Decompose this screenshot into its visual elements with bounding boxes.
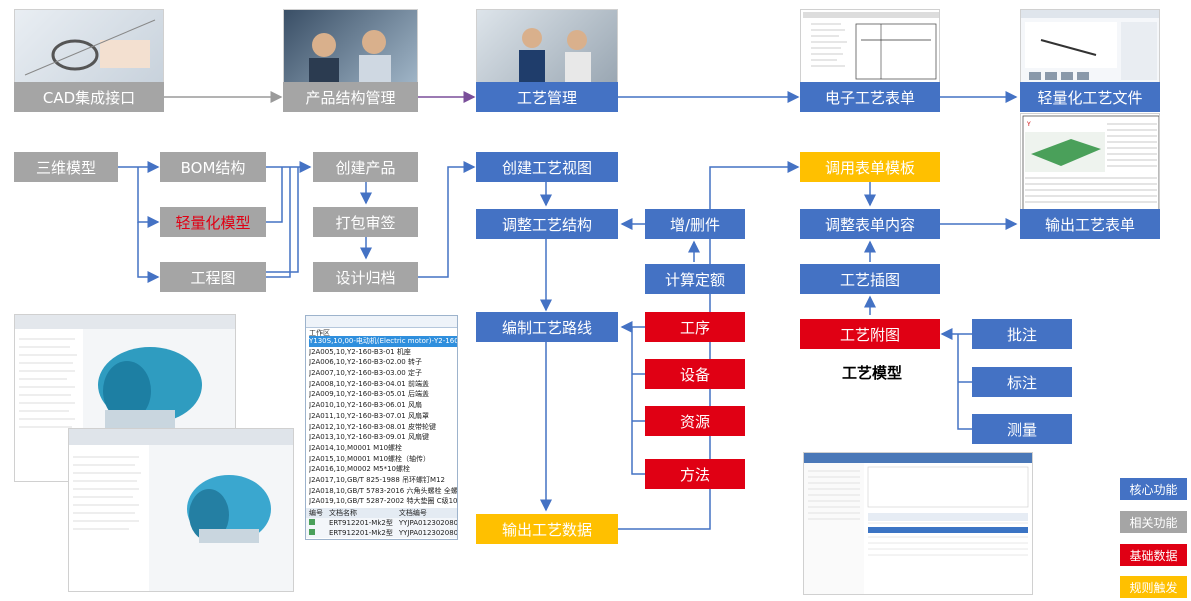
tree-item[interactable]: J2A016,10,M0002 M5*10螺栓 [309, 465, 411, 474]
product-photo [283, 9, 418, 83]
resource-node: 资源 [645, 406, 745, 436]
engineering-drawing-node: 工程图 [160, 262, 266, 292]
create-process-view-node: 创建工艺视图 [476, 152, 618, 182]
tree-item[interactable]: J2A013,10,Y2-160-B3-09.01 风扇键 [309, 433, 429, 442]
tree-search-bar[interactable] [306, 316, 457, 328]
edit-process-route-node: 编制工艺路线 [476, 312, 618, 342]
legend-base: 基础数据 [1120, 544, 1187, 566]
tree-item[interactable]: J2A008,10,Y2-160-B3-04.01 前端盖 [309, 379, 429, 388]
bom-structure-node: BOM结构 [160, 152, 266, 182]
doc-table-cell: YYJPA01230208002 [398, 519, 458, 527]
calculate-quota-node: 计算定额 [645, 264, 745, 294]
cad-model-screenshot-1 [14, 314, 236, 482]
tree-item[interactable]: J2A018,10,GB/T 5783-2016 六角头螺栓 全螺纹 [309, 486, 457, 495]
add-delete-parts-node: 增/删件 [645, 209, 745, 239]
table-row[interactable]: ERT912201-Mk2型 YYJPA01230208002 10 [306, 518, 458, 528]
svg-text:Y: Y [1026, 121, 1031, 128]
tree-item[interactable]: J2A010,10,Y2-160-B3-06.01 风扇 [309, 401, 422, 410]
process-model-label: 工艺模型 [841, 364, 902, 382]
tree-item[interactable]: J2A009,10,Y2-160-B3-05.01 后端盖 [309, 390, 429, 399]
tree-panel: 工作区 Y130S,10,00-电动机(Electric motor)-Y2-1… [305, 315, 458, 540]
process-management-node: 工艺管理 [476, 82, 618, 112]
doc-table-cell: YYJPA01230208001 [398, 529, 458, 537]
legend-rule: 规则触发 [1120, 576, 1187, 598]
operation-node: 工序 [645, 312, 745, 342]
doc-table: 编号 文档名称 文档编号 版 ERT912201-Mk2型 YYJPA01230… [306, 508, 458, 538]
doc-table-cell [306, 518, 326, 528]
light-file-screenshot [1020, 9, 1160, 83]
tree-panel-header: 工作区 [309, 329, 330, 337]
doc-table-header: 编号 [309, 509, 323, 517]
tree-item[interactable]: J2A017,10,GB/T 825-1988 吊环螺钉M12 [309, 475, 445, 484]
call-form-template-node: 调用表单模板 [800, 152, 940, 182]
process-illustration-node: 工艺插图 [800, 264, 940, 294]
output-process-form-node: 输出工艺表单 [1020, 209, 1160, 239]
doc-table-header: 文档名称 [329, 509, 357, 517]
tree-item[interactable]: J2A011,10,Y2-160-B3-07.01 风扇罩 [309, 411, 429, 420]
tree-item[interactable]: Y130S,10,00-电动机(Electric motor)-Y2-160-B… [309, 336, 457, 347]
tree-item[interactable]: J2A006,10,Y2-160-B3-02.00 转子 [309, 358, 422, 367]
product-structure-node: 产品结构管理 [283, 82, 418, 112]
bom-screenshot [803, 452, 1033, 595]
legend-core: 核心功能 [1120, 478, 1187, 500]
cad-interface-node: CAD集成接口 [14, 82, 164, 112]
doc-table-cell: ERT912201-Mk2型 [329, 529, 393, 537]
table-row[interactable]: ERT912201-Mk2型 YYJPA01230208001 10 [306, 528, 458, 538]
method-node: 方法 [645, 459, 745, 489]
electronic-form-node: 电子工艺表单 [800, 82, 940, 112]
doc-table-header: 文档编号 [398, 509, 427, 517]
adjust-process-structure-node: 调整工艺结构 [476, 209, 618, 239]
mark-node: 标注 [972, 367, 1072, 397]
pack-approve-node: 打包审签 [313, 207, 418, 237]
cad-photo [14, 9, 164, 83]
output-process-data-node: 输出工艺数据 [476, 514, 618, 544]
legend-related: 相关功能 [1120, 511, 1187, 533]
equipment-node: 设备 [645, 359, 745, 389]
tree-list: Y130S,10,00-电动机(Electric motor)-Y2-160-B… [309, 336, 457, 507]
create-product-node: 创建产品 [313, 152, 418, 182]
process-attachment-node: 工艺附图 [800, 319, 940, 349]
process-photo [476, 9, 618, 83]
tree-item[interactable]: J2A019,10,GB/T 5287-2002 特大垫圈 C级10 [309, 497, 457, 506]
doc-table-cell [306, 528, 326, 538]
tree-item[interactable]: J2A015,10,M0001 M10螺栓（轴传） [309, 454, 431, 463]
tree-item[interactable]: J2A012,10,Y2-160-B3-08.01 皮带轮键 [309, 422, 436, 431]
model-3d-node: 三维模型 [14, 152, 118, 182]
tree-item[interactable]: J2A014,10,M0001 M10螺栓 [309, 443, 403, 452]
tree-item[interactable]: J2A005,10,Y2-160-B3-01 机座 [309, 347, 411, 356]
doc-table-cell: ERT912201-Mk2型 [329, 519, 393, 527]
tree-item[interactable]: J2A007,10,Y2-160-B3-03.00 定子 [309, 369, 422, 378]
process-form-screenshot: Y [1020, 113, 1160, 211]
annotate-node: 批注 [972, 319, 1072, 349]
eform-screenshot [800, 9, 940, 83]
cad-model-screenshot-2 [68, 428, 294, 592]
adjust-form-content-node: 调整表单内容 [800, 209, 940, 239]
lightweight-file-node: 轻量化工艺文件 [1020, 82, 1160, 112]
lightweight-model-node: 轻量化模型 [160, 207, 266, 237]
design-archive-node: 设计归档 [313, 262, 418, 292]
measure-node: 测量 [972, 414, 1072, 444]
